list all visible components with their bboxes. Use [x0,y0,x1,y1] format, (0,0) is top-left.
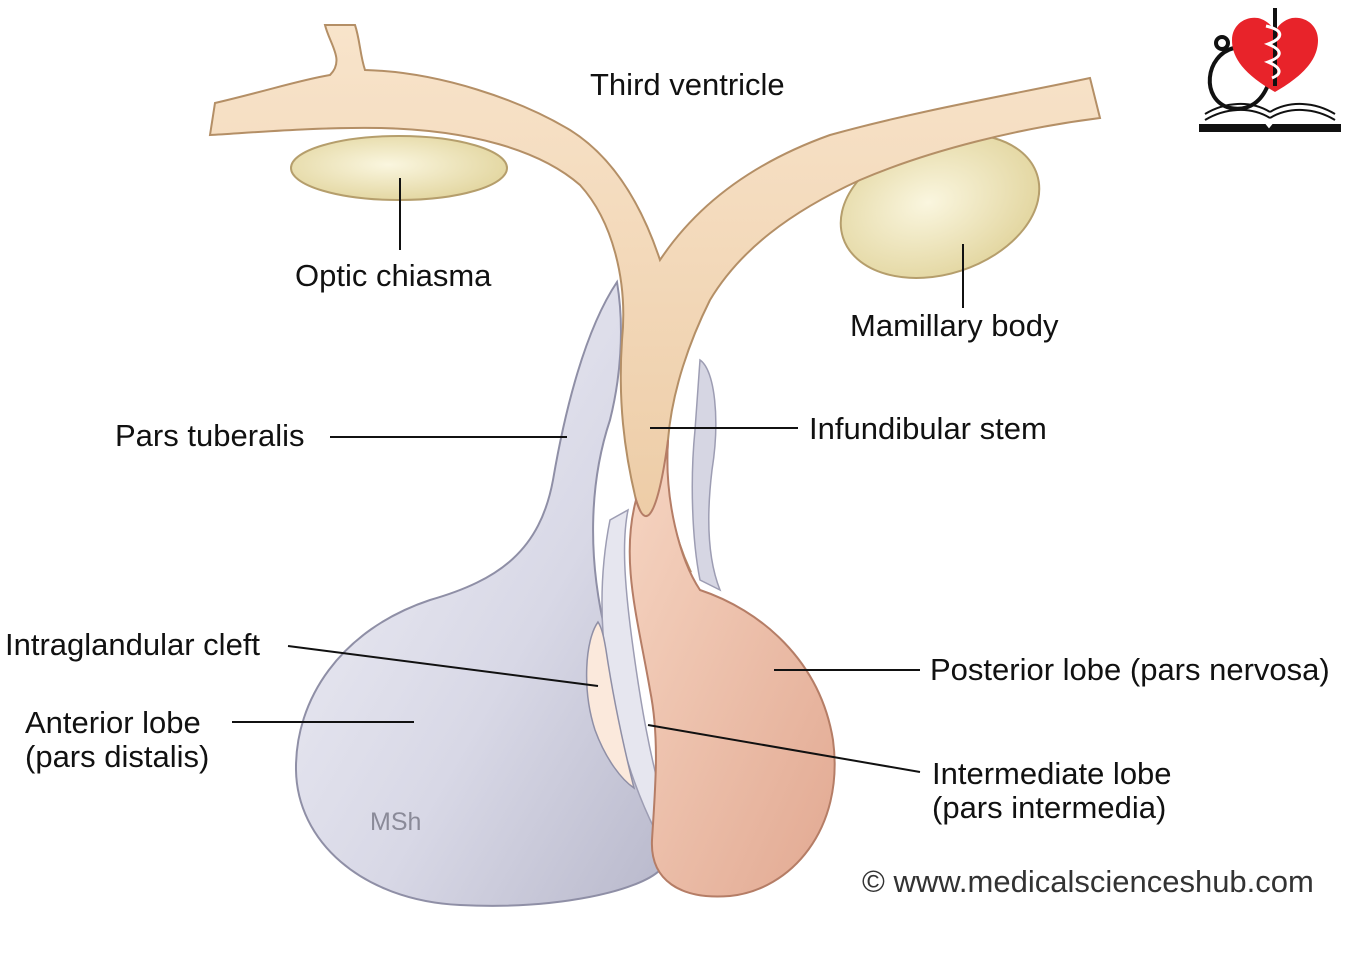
label-optic-chiasma: Optic chiasma [295,258,492,293]
watermark: MSh [370,808,422,836]
label-pars-tuberalis: Pars tuberalis [115,418,305,453]
leader-intermediate-lobe [647,724,921,773]
label-posterior-lobe: Posterior lobe (pars nervosa) [930,652,1330,687]
copyright-text: © www.medicalscienceshub.com [862,864,1314,899]
label-intraglandular-cleft: Intraglandular cleft [5,627,261,662]
label-anterior-lobe: Anterior lobe (pars distalis) [25,706,209,774]
label-anterior-lobe-line1: Anterior lobe [25,705,201,740]
open-book-icon [1199,102,1341,132]
leader-lines [232,178,964,773]
site-logo [1199,8,1341,132]
hypothalamic-tract [208,24,1102,573]
anterior-lobe [294,279,662,907]
label-intermediate-lobe: Intermediate lobe (pars intermedia) [932,757,1172,825]
label-anterior-lobe-line2: (pars distalis) [25,739,210,774]
label-infundibular-stem: Infundibular stem [809,411,1047,446]
rod-of-asclepius-icon [1263,8,1282,86]
label-intermediate-lobe-line2: (pars intermedia) [932,790,1167,825]
pars-tuberalis-right [691,358,722,592]
label-mamillary-body: Mamillary body [850,308,1059,343]
leader-intraglandular-cleft [287,645,599,687]
label-third-ventricle: Third ventricle [590,67,785,102]
posterior-lobe [628,439,836,898]
label-intermediate-lobe-line1: Intermediate lobe [932,756,1172,791]
